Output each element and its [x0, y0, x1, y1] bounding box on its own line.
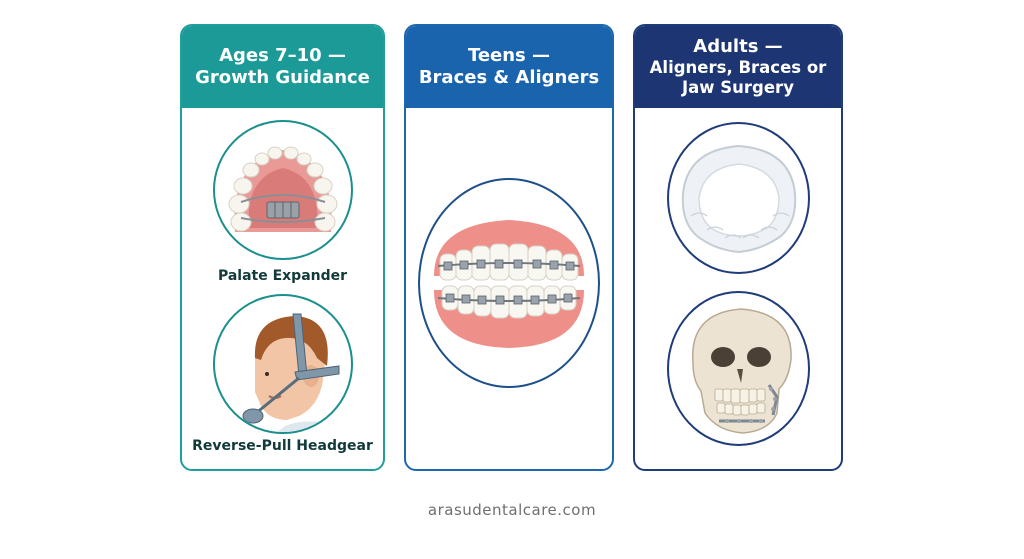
- caption-palate-expander: Palate Expander: [217, 268, 348, 284]
- card-header-teens: Teens — Braces & Aligners: [406, 26, 612, 108]
- header-line-2: Braces & Aligners: [418, 67, 600, 88]
- palate-expander-image: [213, 120, 353, 260]
- braces-image: [418, 178, 600, 388]
- header-line-2: Growth Guidance: [195, 67, 370, 88]
- header-line-3: Jaw Surgery: [682, 77, 794, 97]
- card-header-ages-7-10: Ages 7–10 — Growth Guidance: [182, 26, 383, 108]
- clear-aligner-icon: [681, 144, 797, 254]
- headgear-image: [213, 294, 353, 434]
- caption-reverse-pull-headgear: Reverse-Pull Headgear: [192, 438, 373, 454]
- card-teens: Teens — Braces & Aligners: [404, 24, 614, 471]
- header-line-1: Teens —: [467, 45, 551, 67]
- clear-aligner-image: [667, 122, 810, 274]
- braces-teeth-icon: [434, 220, 584, 348]
- header-line-2: Aligners, Braces or: [649, 57, 827, 77]
- card-adults: Adults — Aligners, Braces or Jaw Surgery: [633, 24, 843, 471]
- website-footer: arasudentalcare.com: [427, 501, 597, 519]
- card-ages-7-10: Ages 7–10 — Growth Guidance: [180, 24, 385, 471]
- jaw-surgery-image: [667, 291, 810, 446]
- headgear-child-icon: [242, 313, 340, 432]
- header-line-1: Ages 7–10 —: [219, 45, 346, 67]
- card-header-adults: Adults — Aligners, Braces or Jaw Surgery: [635, 26, 841, 108]
- skull-jaw-surgery-icon: [692, 308, 792, 434]
- header-line-1: Adults —: [693, 35, 783, 57]
- palate-expander-icon: [228, 146, 338, 232]
